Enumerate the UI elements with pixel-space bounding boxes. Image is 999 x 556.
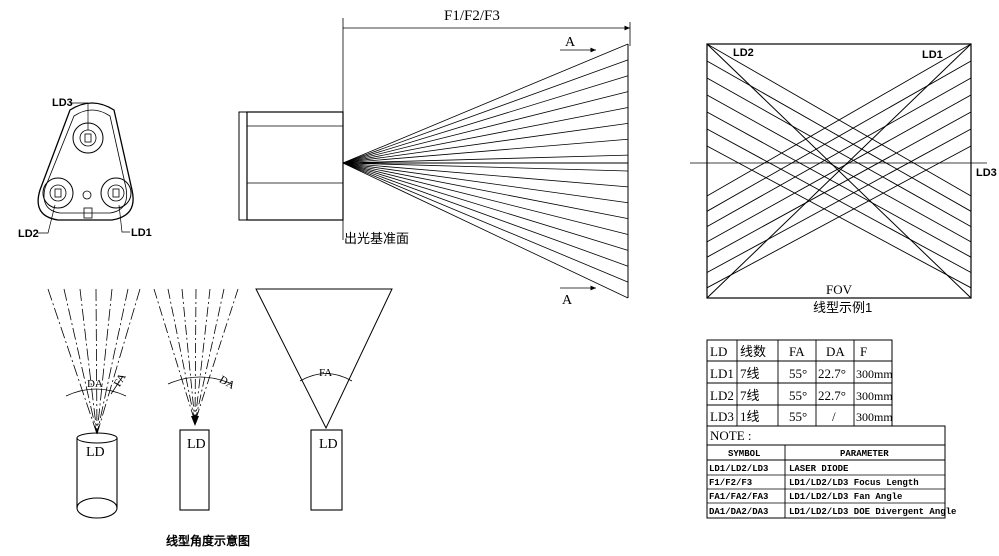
ld3-label: LD3	[52, 97, 73, 109]
fov-caption: 线型示例1	[813, 300, 872, 315]
note-cell: F1/F2/F3	[709, 478, 752, 488]
ld1-label: LD1	[131, 227, 152, 239]
spec-header-ld: LD	[710, 344, 727, 359]
ld-label-2: LD	[187, 437, 206, 452]
spec-header-fa: FA	[789, 344, 805, 359]
spec-header-lines: 线数	[740, 344, 766, 359]
spec-cell: 22.7°	[818, 388, 846, 403]
reference-plane-label: 出光基准面	[344, 231, 409, 246]
note-cell: LD1/LD2/LD3 Focus Length	[789, 478, 919, 488]
fa-label-3: FA	[319, 367, 332, 379]
fov-ld2-label: LD2	[733, 47, 754, 59]
fov-line-pattern	[706, 43, 972, 299]
spec-cell: /	[832, 409, 836, 424]
spec-cell: 55°	[789, 366, 807, 381]
spec-table: LD 线数 FA DA F LD1 7线 55° 22.7° 300mm LD2…	[706, 339, 893, 427]
da-label-1: DA	[87, 378, 103, 390]
note-header-parameter: PARAMETER	[840, 449, 889, 459]
spec-cell: 300mm	[856, 389, 893, 403]
spec-header-f: F	[860, 344, 867, 359]
note-cell: LD1/LD2/LD3	[709, 464, 768, 474]
note-cell: LD1/LD2/LD3 Fan Angle	[789, 492, 902, 502]
spec-cell: 55°	[789, 409, 807, 424]
note-cell: DA1/DA2/DA3	[709, 507, 768, 517]
section-marker-top: A	[565, 35, 576, 50]
spec-cell: 300mm	[856, 367, 893, 381]
fa-label-1: FA	[112, 371, 129, 389]
spec-cell: LD2	[710, 388, 734, 403]
spec-cell: 7线	[740, 388, 760, 403]
spec-cell: LD3	[710, 409, 734, 424]
note-cell: LD1/LD2/LD3 DOE Divergent Angle	[789, 507, 956, 517]
side-view: F1/F2/F3 A A 出光基准面	[238, 8, 631, 308]
note-cell: LASER DIODE	[789, 464, 849, 474]
spec-header-da: DA	[826, 344, 845, 359]
spec-cell: 1线	[740, 409, 760, 424]
spec-cell: 7线	[740, 366, 760, 381]
fov-ld1-label: LD1	[922, 49, 943, 61]
section-marker-bottom: A	[562, 293, 573, 308]
fov-ld3-label: LD3	[976, 167, 997, 179]
ld-label-1: LD	[86, 445, 105, 460]
focus-length-dimension: F1/F2/F3	[444, 8, 500, 24]
beam-fan	[342, 43, 629, 299]
angle-view-3: FA LD	[255, 288, 393, 511]
note-title: NOTE :	[710, 428, 752, 443]
angle-view-1: DA FA LD	[47, 288, 141, 519]
spec-cell: LD1	[710, 366, 734, 381]
angle-view-2: DA LD	[153, 288, 239, 511]
spec-cell: 300mm	[856, 410, 893, 424]
fan-lines-1	[47, 288, 141, 435]
angle-views-caption: 线型角度示意图	[166, 533, 250, 548]
da-label-2: DA	[217, 374, 237, 392]
note-table: NOTE : SYMBOL PARAMETER LD1/LD2/LD3 LASE…	[706, 425, 956, 519]
note-header-symbol: SYMBOL	[728, 449, 760, 459]
ld2-emitter	[42, 177, 74, 209]
spec-cell: 55°	[789, 388, 807, 403]
module-front-view: LD3 LD2 LD1	[18, 97, 152, 240]
fan-lines-2	[153, 288, 239, 426]
ld1-emitter	[100, 177, 132, 209]
fov-view: LD2 LD1 LD3 FOV 线型示例1	[690, 43, 997, 315]
ld-label-3: LD	[319, 437, 338, 452]
note-cell: FA1/FA2/FA3	[709, 492, 768, 502]
ld2-label: LD2	[18, 228, 39, 240]
fov-label: FOV	[826, 282, 853, 297]
spec-cell: 22.7°	[818, 366, 846, 381]
